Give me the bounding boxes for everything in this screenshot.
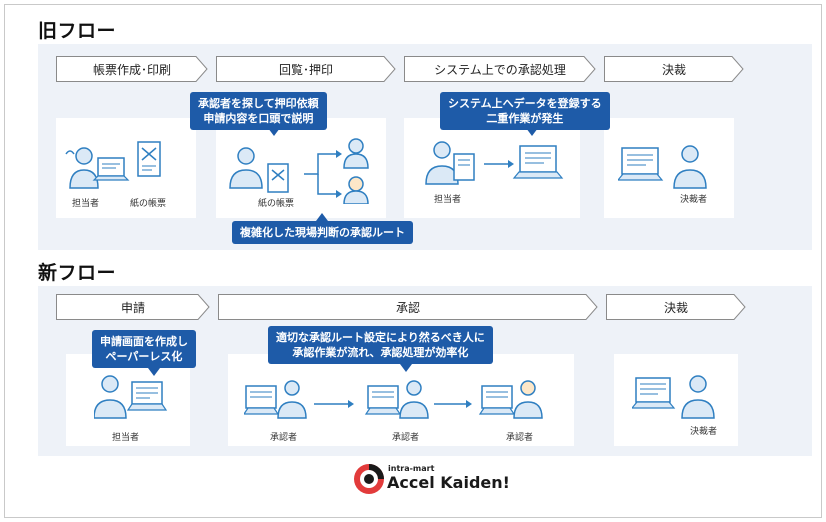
old-callout-double-work: システム上へデータを登録する 二重作業が発生 [440, 92, 610, 130]
new-caption-approver-3: 承認者 [506, 433, 534, 443]
old-caption-approver: 決裁者 [680, 195, 708, 205]
old-step-1: 帳票作成･印刷 [56, 56, 208, 82]
old-flow-title: 旧フロー [38, 20, 117, 42]
new-panel-decide [614, 354, 738, 446]
accel-kaiden-logo: intra-mart Accel Kaiden! [352, 462, 510, 496]
old-caption-system-person: 担当者 [434, 195, 462, 205]
old-callout-request: 承認者を探して押印依頼 申請内容を口頭で説明 [190, 92, 327, 130]
new-caption-final: 決裁者 [690, 427, 718, 437]
new-step-3: 決裁 [606, 294, 746, 320]
system-entry-icon [425, 141, 564, 185]
new-step-1: 申請 [56, 294, 210, 320]
old-caption-paper: 紙の帳票 [130, 199, 167, 209]
old-callout-request-tail [268, 128, 280, 136]
new-caption-approver-2: 承認者 [392, 433, 420, 443]
old-step-3: システム上での承認処理 [404, 56, 596, 82]
new-callout-paperless-tail [148, 368, 160, 376]
approval-route-icon [244, 380, 543, 419]
old-caption-paper-2: 紙の帳票 [258, 199, 295, 209]
person-laptop-icon [65, 147, 130, 189]
logo-main-text: Accel Kaiden! [387, 473, 510, 492]
new-callout-efficiency-tail [400, 364, 412, 372]
paper-form-icon [137, 141, 161, 177]
old-callout-route-tail [316, 213, 328, 221]
circulation-icon [229, 138, 369, 204]
final-approver-icon [618, 145, 707, 189]
new-final-approver-icon [632, 375, 715, 419]
old-panel-create [56, 118, 196, 218]
logo-mark-icon [354, 464, 384, 494]
logo-small-text: intra-mart [388, 464, 435, 473]
old-step-2: 回覧･押印 [216, 56, 396, 82]
new-callout-paperless: 申請画面を作成し ペーパーレス化 [92, 330, 196, 368]
new-panel-apply [66, 354, 190, 446]
new-caption-person: 担当者 [112, 433, 140, 443]
old-callout-double-work-tail [526, 128, 538, 136]
old-step-4: 決裁 [604, 56, 744, 82]
new-callout-efficiency: 適切な承認ルート設定により然るべき人に 承認作業が流れ、承認処理が効率化 [268, 326, 493, 364]
old-callout-complex-route: 複雑化した現場判断の承認ルート [232, 221, 413, 244]
new-step-2: 承認 [218, 294, 598, 320]
old-caption-person: 担当者 [72, 199, 100, 209]
new-caption-approver-1: 承認者 [270, 433, 298, 443]
applicant-laptop-icon [94, 375, 168, 419]
new-flow-title: 新フロー [38, 262, 117, 284]
